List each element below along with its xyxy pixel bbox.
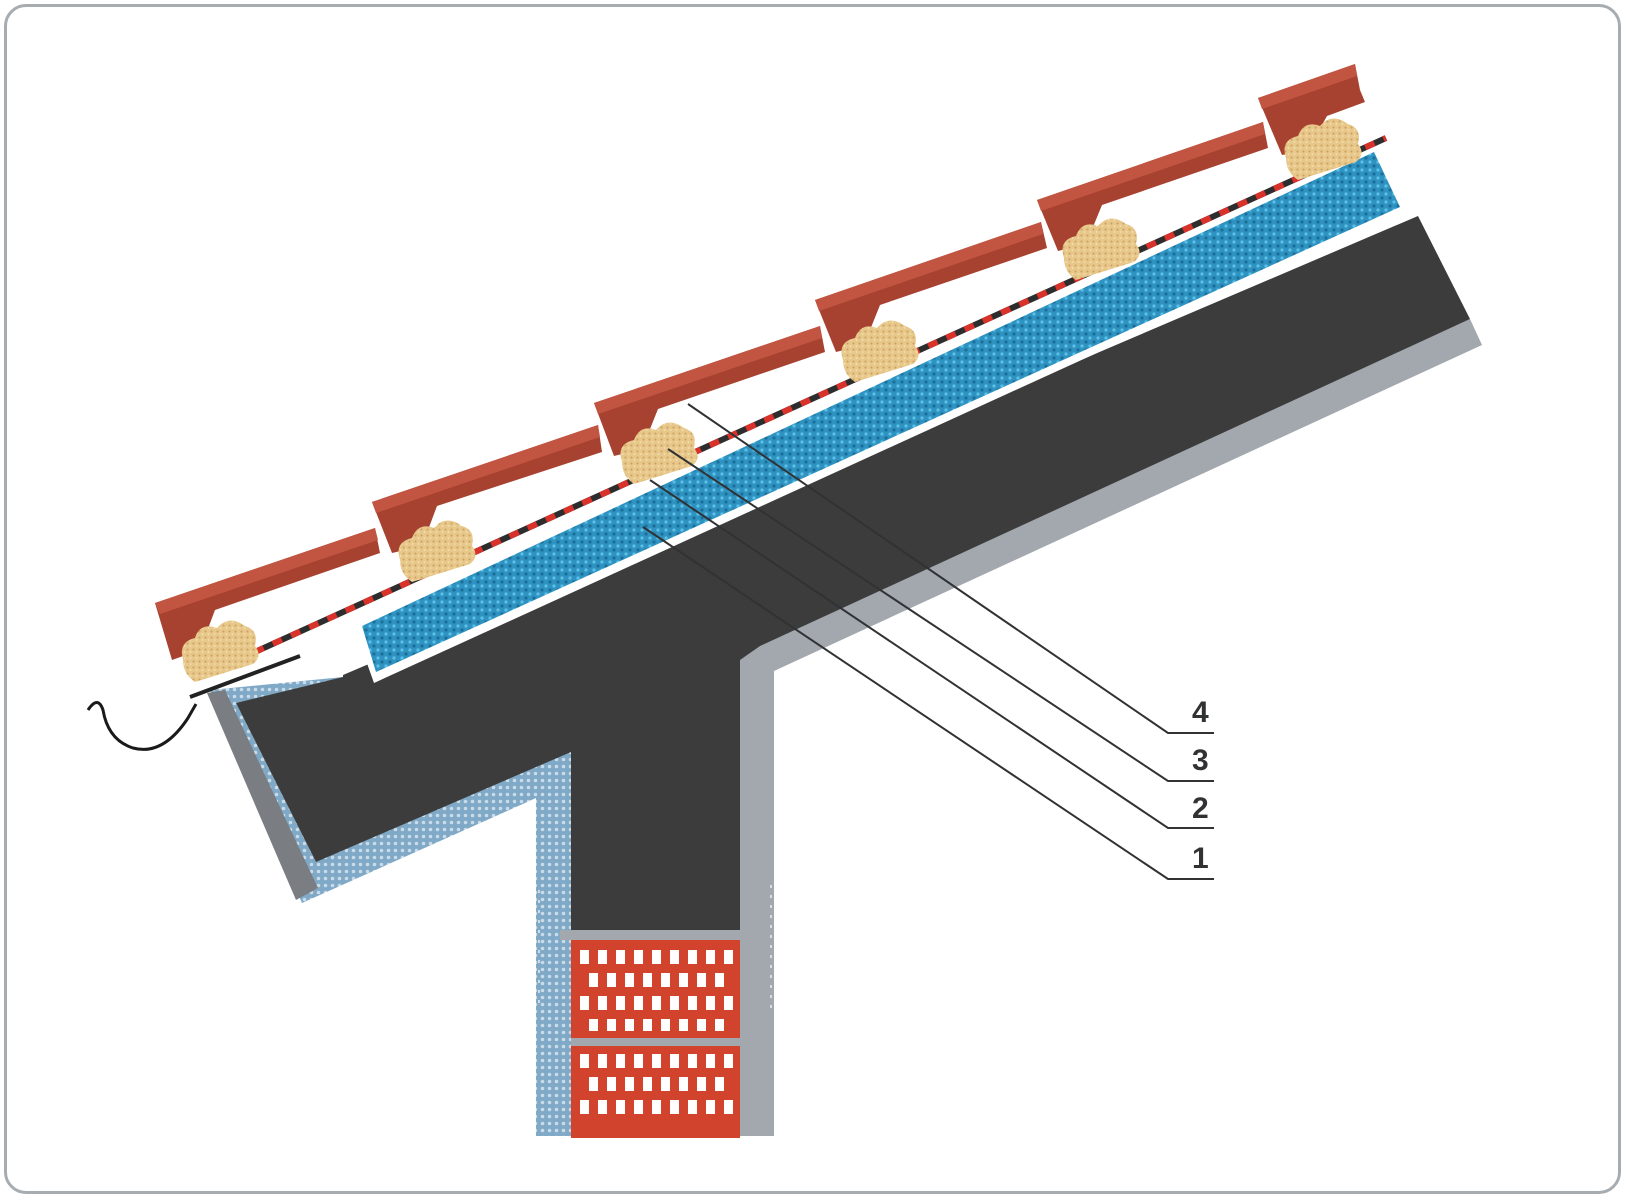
battens — [181, 118, 1362, 682]
membrane-layer — [189, 135, 1388, 699]
callout-label-3: 3 — [1192, 744, 1209, 777]
leader-3 — [667, 448, 1214, 782]
plaster-ticks — [538, 885, 772, 1010]
hook-gutter-icon — [86, 701, 198, 751]
left-plaster-strip — [207, 677, 572, 1136]
callout-label-4: 4 — [1192, 696, 1209, 729]
roof-tiles — [155, 64, 1365, 660]
leader-2 — [649, 479, 1214, 829]
callout-label-1: 1 — [1192, 842, 1209, 875]
insulation-board — [353, 143, 1410, 683]
brick-wall-block — [560, 930, 751, 1138]
structural-core — [236, 216, 1470, 940]
callout-label-2: 2 — [1192, 792, 1209, 825]
callout-labels: 4 3 2 1 — [1192, 696, 1209, 875]
leader-4 — [687, 403, 1214, 734]
callout-leaders — [642, 403, 1214, 880]
leader-1 — [642, 526, 1214, 880]
